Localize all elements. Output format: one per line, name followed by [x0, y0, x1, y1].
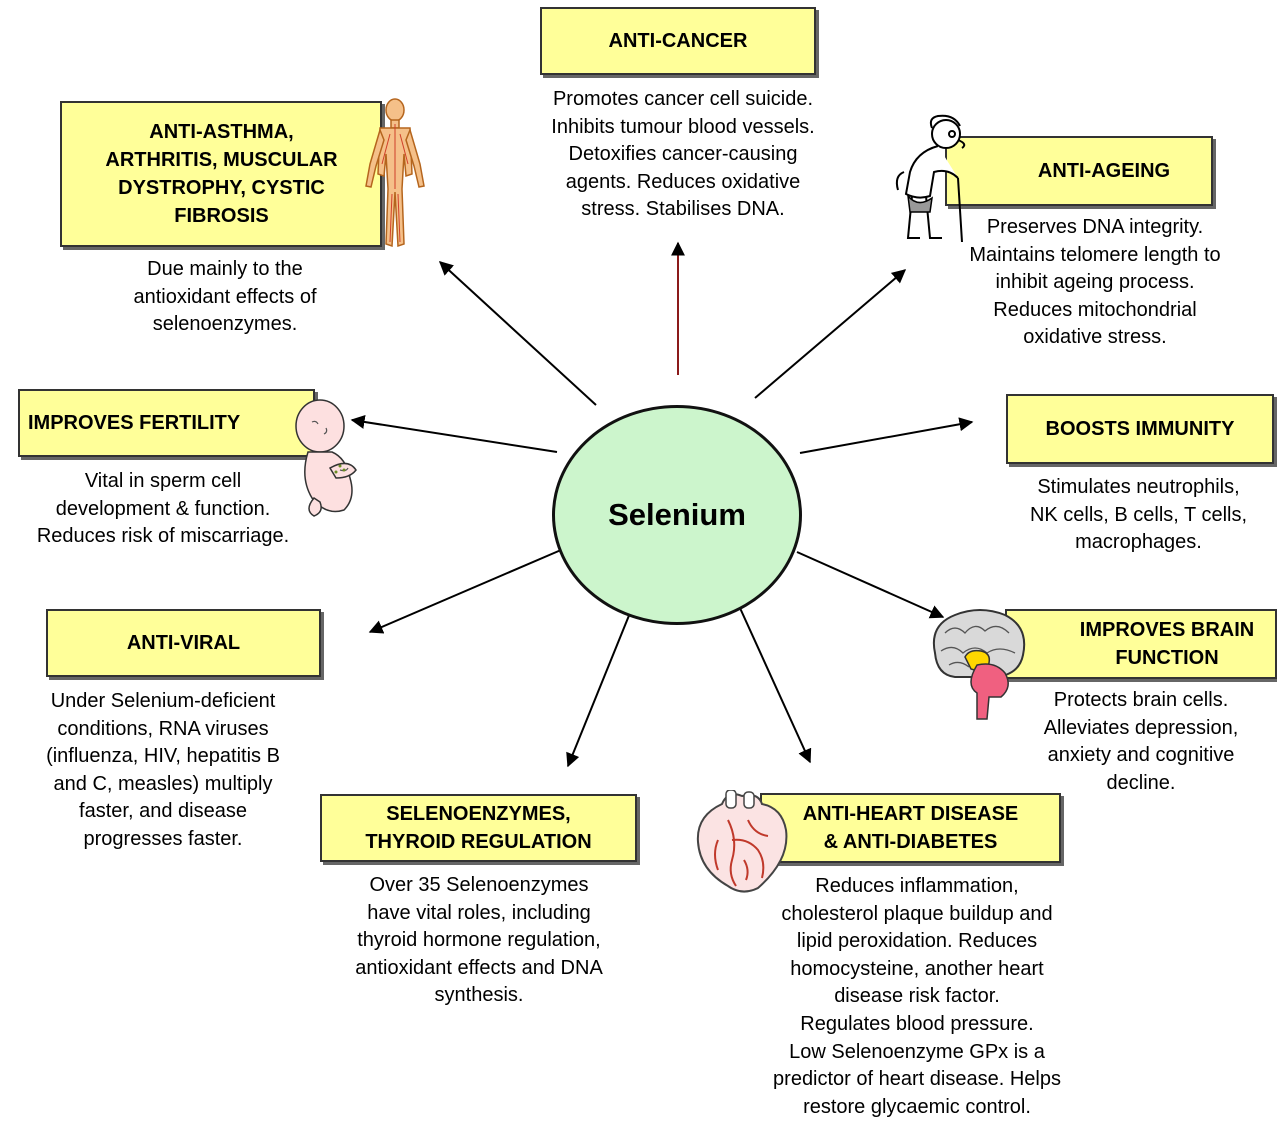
title-anti-cancer: ANTI-CANCER — [608, 30, 748, 52]
title-anti-viral: ANTI-VIRAL — [126, 632, 241, 654]
box-anti-asthma: ANTI-ASTHMA, ARTHRITIS, MUSCULAR DYSTROP… — [60, 101, 382, 247]
box-immunity: BOOSTS IMMUNITY — [1006, 394, 1274, 464]
center-label: Selenium — [608, 497, 746, 532]
arrow-anti-ageing — [754, 269, 907, 399]
desc-anti-cancer: Promotes cancer cell suicide. Inhibits t… — [551, 88, 815, 221]
title-anti-ageing: ANTI-AGEING — [1037, 160, 1171, 182]
box-brain: IMPROVES BRAIN FUNCTION — [1005, 609, 1277, 679]
box-anti-cancer: ANTI-CANCER — [540, 7, 816, 75]
title-anti-asthma: ANTI-ASTHMA, ARTHRITIS, MUSCULAR DYSTROP… — [105, 121, 338, 227]
desc-fertility: Vital in sperm cell development & functi… — [36, 470, 290, 548]
brain-icon — [933, 609, 1026, 720]
arrow-anti-asthma — [438, 261, 597, 406]
box-fertility: IMPROVES FERTILITY — [18, 389, 315, 457]
arrow-anti-viral — [368, 549, 562, 634]
title-heart: ANTI-HEART DISEASE & ANTI-DIABETES — [802, 803, 1019, 853]
human-body-icon — [365, 98, 425, 248]
desc-immunity: Stimulates neutrophils, NK cells, B cell… — [1029, 476, 1248, 554]
title-fertility: IMPROVES FERTILITY — [28, 412, 241, 434]
box-anti-ageing: ANTI-AGEING — [945, 136, 1213, 206]
arrow-heart — [739, 607, 812, 764]
title-immunity: BOOSTS IMMUNITY — [1045, 418, 1235, 440]
arrow-brain — [796, 551, 945, 619]
box-heart: ANTI-HEART DISEASE & ANTI-DIABETES — [760, 793, 1061, 863]
desc-heart: Reduces inflammation, cholesterol plaque… — [773, 875, 1061, 1118]
title-thyroid: SELENOENZYMES, THYROID REGULATION — [365, 803, 592, 853]
heart-icon — [696, 790, 788, 893]
desc-anti-ageing: Preserves DNA integrity. Maintains telom… — [969, 216, 1221, 349]
arrow-immunity — [799, 417, 974, 454]
title-brain: IMPROVES BRAIN FUNCTION — [1079, 619, 1255, 669]
elderly-man-icon — [895, 114, 966, 243]
box-anti-viral: ANTI-VIRAL — [46, 609, 321, 677]
desc-thyroid: Over 35 Selenoenzymes have vital roles, … — [355, 874, 603, 1007]
baby-icon — [295, 399, 357, 517]
center-node-selenium: Selenium — [552, 405, 802, 625]
desc-brain: Protects brain cells. Alleviates depress… — [1043, 689, 1239, 794]
desc-anti-viral: Under Selenium-deficient conditions, RNA… — [46, 690, 280, 850]
box-thyroid: SELENOENZYMES, THYROID REGULATION — [320, 794, 637, 862]
desc-anti-asthma: Due mainly to the antioxidant effects of… — [133, 258, 317, 336]
arrow-thyroid — [566, 612, 631, 768]
arrow-fertility — [350, 415, 558, 453]
